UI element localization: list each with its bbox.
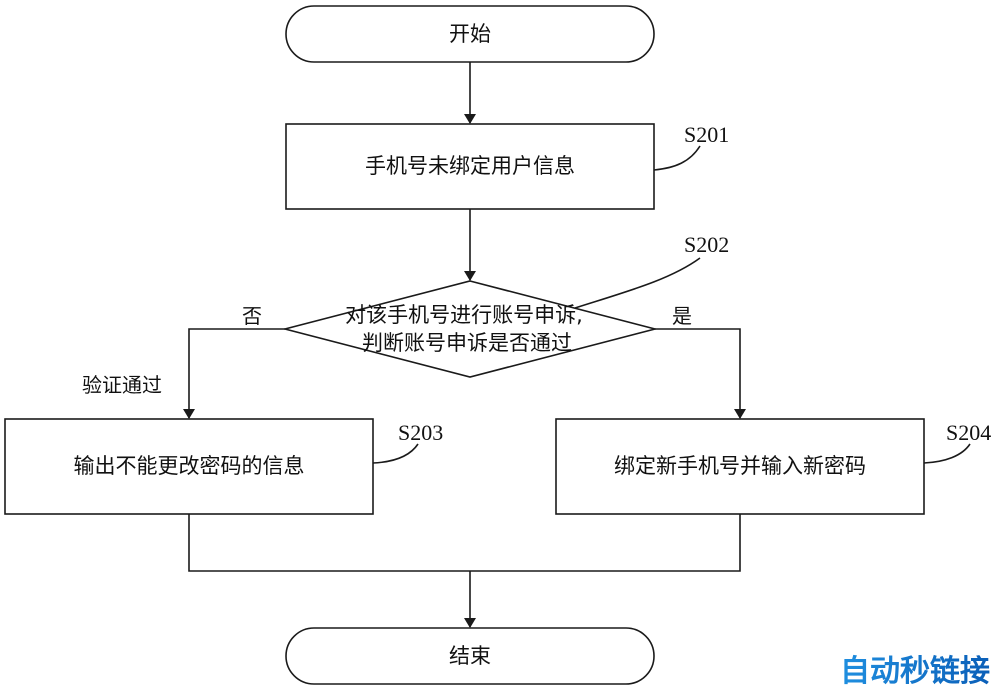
end-terminal (285, 627, 655, 685)
watermark-text: 自动秒链接 (840, 654, 990, 689)
arrow-yes-branch (655, 328, 746, 419)
merge-line (188, 514, 741, 572)
s203-step-label: S203 (398, 420, 443, 445)
s204-step-label: S204 (946, 420, 991, 445)
s202-text-line2: 判断账号申诉是否通过 (362, 331, 572, 355)
s204-process-box (555, 418, 925, 515)
yes-label: 是 (672, 304, 692, 328)
s201-process-box (285, 123, 655, 210)
s203-leader-line (372, 443, 419, 464)
end-label: 结束 (449, 644, 491, 668)
s202-decision-diamond (281, 280, 659, 378)
s201-step-label: S201 (684, 122, 729, 147)
verify-passed-label: 验证通过 (82, 373, 162, 397)
s201-text: 手机号未绑定用户信息 (365, 154, 575, 178)
s204-text: 绑定新手机号并输入新密码 (614, 454, 866, 478)
arrow-no-branch (183, 328, 285, 419)
s202-text-line1: 对该手机号进行账号申诉, (345, 303, 583, 327)
no-label: 否 (242, 304, 262, 328)
s202-leader-line (574, 257, 701, 309)
s203-text: 输出不能更改密码的信息 (74, 454, 305, 478)
s202-step-label: S202 (684, 232, 729, 257)
start-label: 开始 (449, 22, 491, 46)
s204-leader-line (923, 443, 971, 464)
s201-leader-line (653, 145, 701, 171)
